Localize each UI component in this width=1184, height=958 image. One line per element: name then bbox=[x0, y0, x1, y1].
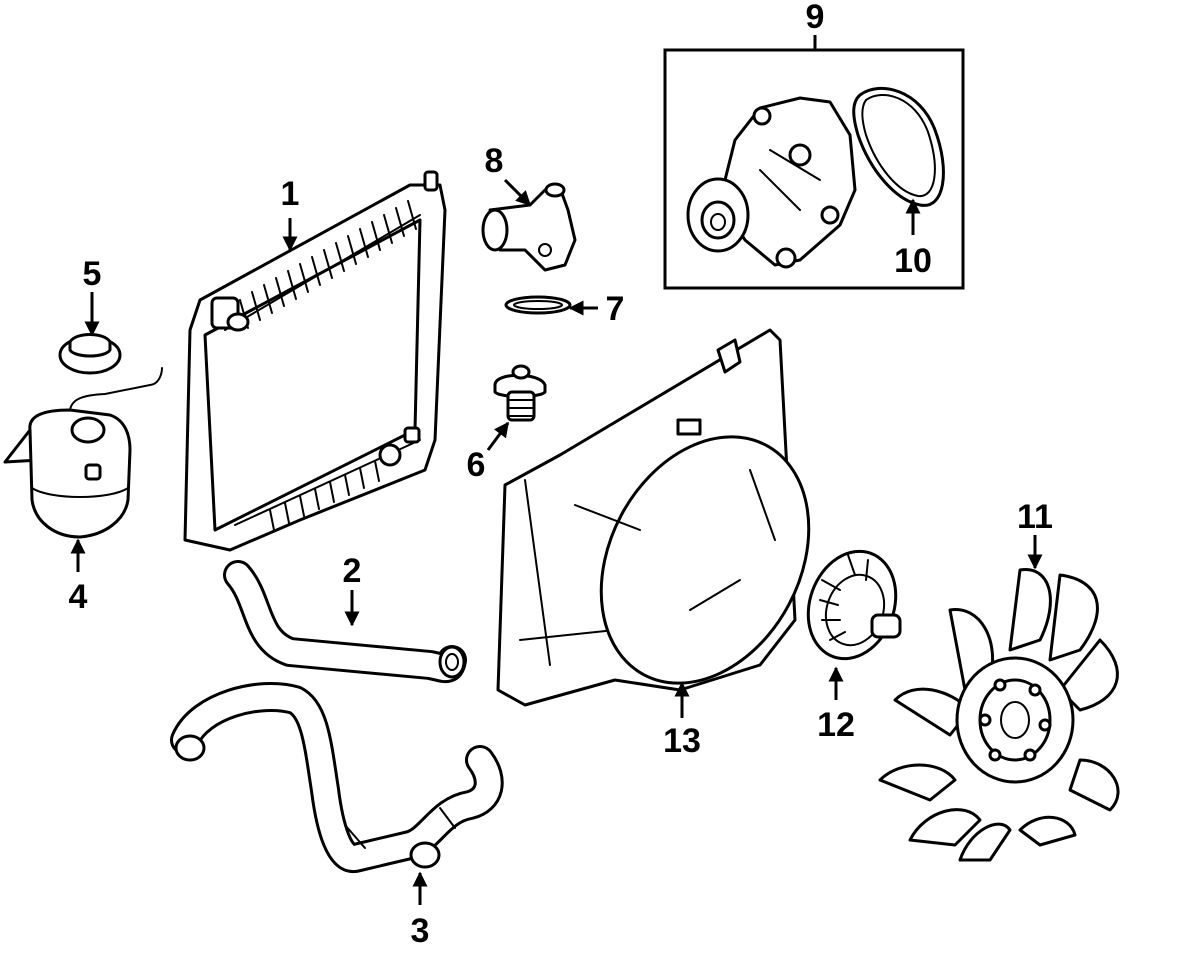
callout-5: 5 bbox=[83, 255, 102, 293]
callout-8: 8 bbox=[485, 142, 504, 180]
callout-9: 9 bbox=[806, 0, 825, 36]
fan-shroud bbox=[496, 328, 811, 707]
callout-4: 4 bbox=[69, 578, 88, 616]
callout-10: 10 bbox=[894, 242, 932, 280]
callout-7: 7 bbox=[606, 290, 625, 328]
callout-2: 2 bbox=[343, 552, 362, 590]
water-outlet bbox=[481, 182, 577, 272]
leader-lines bbox=[70, 35, 1043, 905]
callout-3: 3 bbox=[411, 912, 430, 950]
fan-clutch bbox=[806, 549, 902, 661]
callout-13: 13 bbox=[663, 722, 701, 760]
water-pump bbox=[686, 96, 857, 269]
thermostat-gasket bbox=[504, 295, 572, 315]
coolant-reservoir bbox=[3, 367, 163, 539]
callout-11: 11 bbox=[1017, 498, 1053, 536]
fan-blade bbox=[878, 568, 1120, 862]
radiator bbox=[183, 170, 447, 552]
upper-radiator-hose bbox=[223, 560, 467, 684]
callout-1: 1 bbox=[281, 175, 300, 213]
callout-6: 6 bbox=[467, 446, 486, 484]
water-pump-gasket bbox=[852, 86, 945, 207]
callout-12: 12 bbox=[817, 706, 855, 744]
reservoir-cap bbox=[58, 333, 122, 375]
thermostat bbox=[493, 364, 547, 422]
lower-radiator-hose bbox=[170, 682, 504, 873]
